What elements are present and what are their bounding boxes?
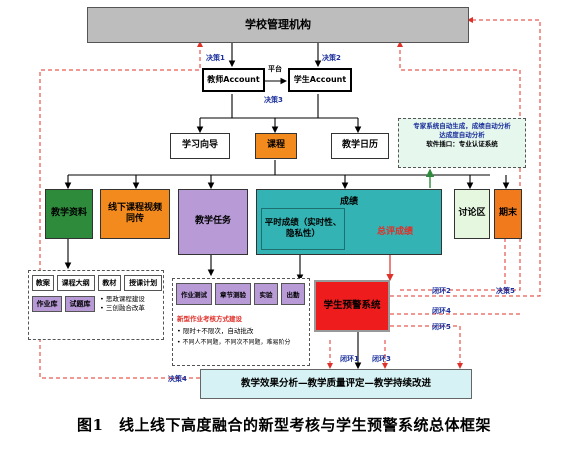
school-admin-box: 学校管理机构 [87,7,469,43]
teaching-analysis-label: 教学效果分析—教学质量评定—教学持续改进 [240,378,431,390]
course-box: 课程 [255,133,297,159]
expert-system-line3: 软件插口：专业认证系统 [426,139,498,148]
usual-grades-label: 平时成绩（实时性、隐私性） [264,217,342,239]
usual-grades-box: 平时成绩（实时性、隐私性） [261,208,345,250]
course-label: 课程 [266,140,285,151]
discussion-label: 讨论区 [458,208,486,219]
loop2-label: 闭环2 [432,287,451,295]
platform-label: 平台 [268,65,282,73]
final-exam-label: 期末 [498,208,517,219]
materials-note: • 三创融合改革 [100,303,145,312]
task-item: 出勤 [281,283,305,305]
decision3-label: 决策3 [264,96,283,104]
task-item: 实验 [254,283,278,305]
teaching-analysis-box: 教学效果分析—教学质量评定—教学持续改进 [200,369,472,399]
teacher-account-box: 教师Account [202,68,265,92]
overall-grades-label: 总评成绩 [376,226,413,237]
teaching-calendar-label: 教学日历 [341,140,378,151]
loop5-label: 闭环5 [432,323,451,331]
student-account-label: 学生Account [293,75,347,84]
materials-items-group: 教案课程大纲教材授课计划作业库试题库 • 思政课程建设• 三创融合改革 [28,270,164,340]
loop4-label: 闭环4 [432,307,451,315]
student-warning-system-box: 学生预警系统 [314,280,390,332]
materials-item: 课程大纲 [56,275,95,291]
discussion-box: 讨论区 [454,189,490,239]
task-notes-title: 新型作业考核方式建设 [177,315,242,323]
task-item: 章节测验 [215,283,251,305]
loop3-label: 闭环3 [372,355,391,363]
figure-caption: 图1 线上线下高度融合的新型考核与学生预警系统总体框架 [77,416,491,434]
teaching-tasks-box: 教学任务 [178,189,248,255]
study-guide-label: 学习向导 [181,140,218,151]
materials-item: 授课计划 [124,275,162,291]
teaching-tasks-label: 教学任务 [194,216,231,227]
offline-video-label: 线下课程视频同传 [107,202,162,224]
teaching-calendar-box: 教学日历 [331,133,389,159]
task-note-2: • 不同人不同题，不同次不同题，难易阶分 [177,339,291,346]
materials-item: 教材 [97,275,122,291]
teacher-account-label: 教师Account [207,75,260,84]
materials-item: 作业库 [32,295,62,312]
decision5-label: 决策5 [496,287,515,295]
decision2-label: 决策2 [322,54,341,62]
study-guide-box: 学习向导 [170,133,230,159]
student-warning-system-label: 学生预警系统 [323,300,381,312]
teaching-materials-box: 教学资料 [45,189,93,239]
loop1-label: 闭环1 [340,355,359,363]
task-items-group: 作业测试章节测验实验出勤 新型作业考核方式建设 • 限时+不限次，自动批改 • … [172,278,310,366]
offline-video-box: 线下课程视频同传 [100,189,170,239]
expert-system-line1: 专家系统自动生成，成绩自动分析 [413,122,511,130]
materials-note: • 思政课程建设 [100,295,145,303]
school-admin-label: 学校管理机构 [245,18,311,32]
expert-system-line2: 达成度自动分析 [439,130,485,139]
materials-item: 试题库 [65,295,95,312]
grades-label: 成绩 [339,197,358,207]
task-item: 作业测试 [176,283,212,305]
decision4-label: 决策4 [168,375,187,383]
expert-system-box: 专家系统自动生成，成绩自动分析 达成度自动分析 软件插口：专业认证系统 [398,118,526,168]
materials-item: 教案 [32,275,54,291]
student-account-box: 学生Account [288,68,352,92]
decision1-label: 决策1 [206,54,225,62]
task-note-1: • 限时+不限次，自动批改 [177,327,254,335]
final-exam-box: 期末 [494,189,522,239]
teaching-materials-label: 教学资料 [50,208,87,219]
overall-grades-box: 总评成绩 [353,220,437,240]
grades-box: 成绩 平时成绩（实时性、隐私性） 总评成绩 [256,189,442,255]
